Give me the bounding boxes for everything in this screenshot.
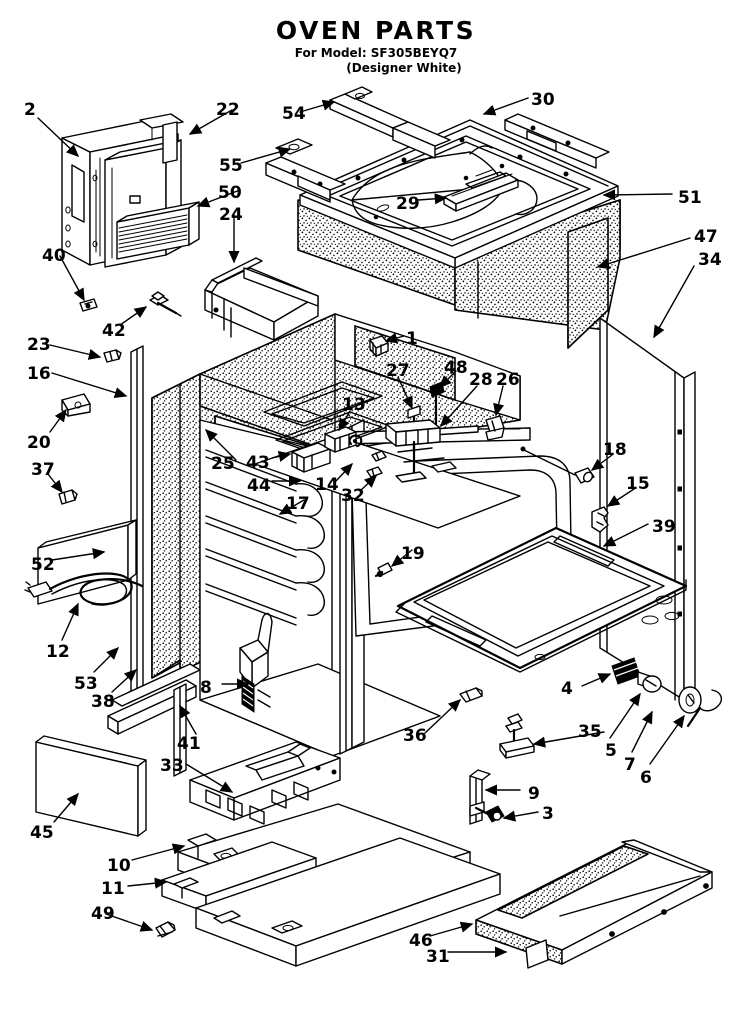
part-4-knob-screw [611,657,662,693]
part-3-screw [474,805,505,823]
part-6-washer [678,686,702,714]
callout-14: 14 [315,475,339,495]
callout-32: 32 [341,486,365,506]
callout-42: 42 [102,321,126,341]
callout-41: 41 [177,734,201,754]
part-54-rear-bracket [329,86,451,159]
callout-46: 46 [409,931,433,951]
callout-28: 28 [469,370,493,390]
part-1-nut [369,335,389,357]
callout-52: 52 [31,555,55,575]
callout-47: 47 [694,227,718,247]
callout-50: 50 [218,183,242,203]
callout-23: 23 [27,335,51,355]
callout-27: 27 [386,361,410,381]
callout-11: 11 [101,879,125,899]
part-34-right-side-panel [599,317,696,701]
callout-26: 26 [496,370,520,390]
callout-51: 51 [678,188,702,208]
callout-31: 31 [426,947,450,967]
callout-4: 4 [561,679,573,699]
callout-36: 36 [403,726,427,746]
wiring-cluster [385,419,457,483]
part-16-left-side-panel [130,345,144,695]
callout-44: 44 [247,476,271,496]
part-8-bake-element-bracket [239,612,273,713]
part-30-maintop-assembly [299,113,619,269]
callout-12: 12 [46,642,70,662]
callout-38: 38 [91,692,115,712]
part-24-baffle [204,257,319,341]
part-47-rear-insulation-block [454,199,621,349]
callout-33: 33 [160,756,184,776]
callout-22: 22 [216,100,240,120]
part-42-fastener [149,291,182,317]
callout-35: 35 [578,722,602,742]
callout-30: 30 [531,90,555,110]
callout-15: 15 [626,474,650,494]
part-45-rear-panel [35,735,147,837]
callout-24: 24 [219,205,243,225]
callout-3: 3 [542,804,554,824]
part-49-clip [155,921,176,938]
callout-55: 55 [219,156,243,176]
callout-20: 20 [27,433,51,453]
callout-48: 48 [444,358,468,378]
leader-lines [37,97,695,958]
callout-39: 39 [652,517,676,537]
part-32-wire-clip [366,450,387,478]
oven-cavity-body [199,419,441,757]
part-37-clip [58,489,78,505]
callout-5: 5 [605,741,617,761]
part-20-terminal-block [61,393,91,417]
callout-45: 45 [30,823,54,843]
callout-10: 10 [107,856,131,876]
part-46-31-front-insulated-panel [475,839,713,969]
part-35-leveling-leg [499,713,535,759]
callout-19: 19 [401,544,425,564]
part-23-clip [103,349,122,363]
callout-29: 29 [396,194,420,214]
part-40-screw-clip [79,298,98,312]
callout-1: 1 [406,329,418,349]
callout-53: 53 [74,674,98,694]
part-7-spring-wire [686,689,723,728]
callout-34: 34 [698,250,722,270]
callout-25: 25 [211,454,235,474]
part-36-clip [459,687,483,703]
part-18-plug [520,446,595,484]
part-9-bracket [469,769,491,825]
part-12-power-cord [24,572,144,606]
part-14-grommet [348,434,363,448]
part-15-clip [591,506,609,533]
callout-8: 8 [200,678,212,698]
part-19-screw [374,562,393,578]
callout-17: 17 [286,494,310,514]
callout-9: 9 [528,784,540,804]
part-39-oven-door-opening [351,455,688,673]
callout-43: 43 [246,453,270,473]
callout-18: 18 [603,440,627,460]
part-43-switch [291,442,331,473]
callout-2: 2 [24,100,36,120]
bottom-pan [195,837,501,967]
callout-7: 7 [624,755,636,775]
part-26-bracket [485,415,505,441]
part-50-vent-grille [116,201,200,260]
callout-16: 16 [27,364,51,384]
callout-49: 49 [91,904,115,924]
callout-6: 6 [640,768,652,788]
callout-54: 54 [282,104,306,124]
callout-13: 13 [342,395,366,415]
callout-40: 40 [42,246,66,266]
callout-37: 37 [31,460,55,480]
